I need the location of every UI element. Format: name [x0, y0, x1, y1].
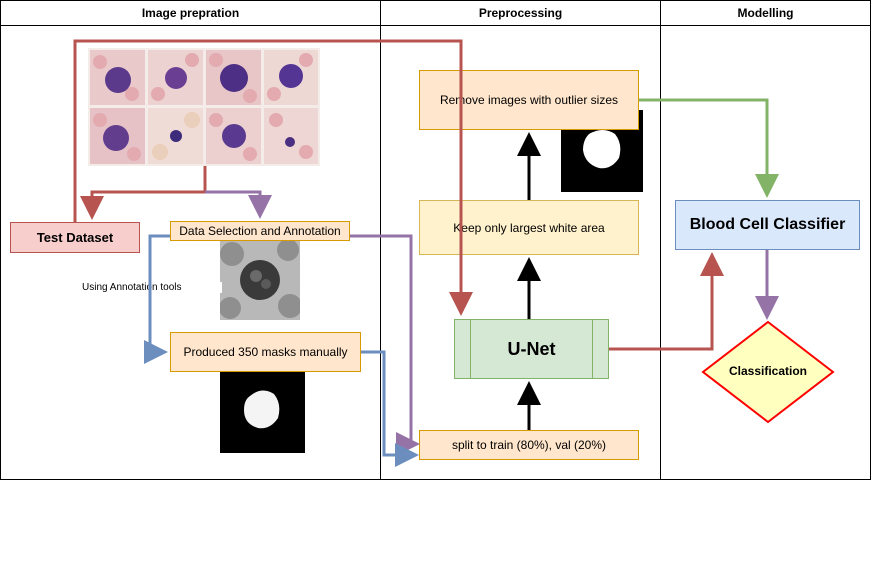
cell-tile-3 [206, 50, 261, 105]
classification-label: Classification [728, 364, 808, 378]
unet-right-bar [592, 320, 593, 378]
lane-title-modelling: Modelling [661, 1, 870, 26]
arrow-images-to-test-dataset [80, 166, 207, 220]
remove-outliers-node[interactable]: Remove images with outlier sizes [419, 70, 639, 130]
data-selection-node[interactable]: Data Selection and Annotation [170, 221, 350, 241]
arrow-annotation-to-masks [144, 234, 170, 364]
cell-tile-6 [148, 108, 203, 164]
annotation-grayscale-image [220, 240, 300, 320]
cell-tile-2 [148, 50, 203, 105]
cell-tile-5 [90, 108, 145, 164]
split-node[interactable]: split to train (80%), val (20%) [419, 430, 639, 460]
test-dataset-node[interactable]: Test Dataset [10, 222, 140, 253]
arrow-masks-to-split [361, 350, 419, 467]
cell-tile-1 [90, 50, 145, 105]
arrow-unet-to-classifier [609, 252, 724, 351]
arrow-test-dataset-to-unet [73, 39, 473, 316]
cell-tile-8 [264, 108, 318, 164]
cell-tile-4 [264, 50, 318, 105]
unet-node[interactable]: U-Net [454, 319, 609, 379]
cell-tile-7 [206, 108, 261, 164]
arrow-data-selection-to-split [350, 234, 420, 456]
annotation-tools-label: Using Annotation tools [82, 282, 222, 293]
unet-left-bar [470, 320, 471, 378]
lane-title-preprocessing: Preprocessing [381, 1, 660, 26]
unet-label: U-Net [507, 338, 556, 359]
blood-cell-classifier-node[interactable]: Blood Cell Classifier [675, 200, 860, 250]
keep-largest-area-node[interactable]: Keep only largest white area [419, 200, 639, 255]
blood-cell-image-grid [88, 48, 320, 166]
produced-masks-node[interactable]: Produced 350 masks manually [170, 332, 361, 372]
arrow-images-to-data-selection [205, 190, 272, 219]
lane-title-image-preparation: Image prepration [1, 1, 380, 26]
arrow-remove-outliers-to-classifier [639, 98, 779, 198]
manual-mask-image [220, 368, 305, 453]
